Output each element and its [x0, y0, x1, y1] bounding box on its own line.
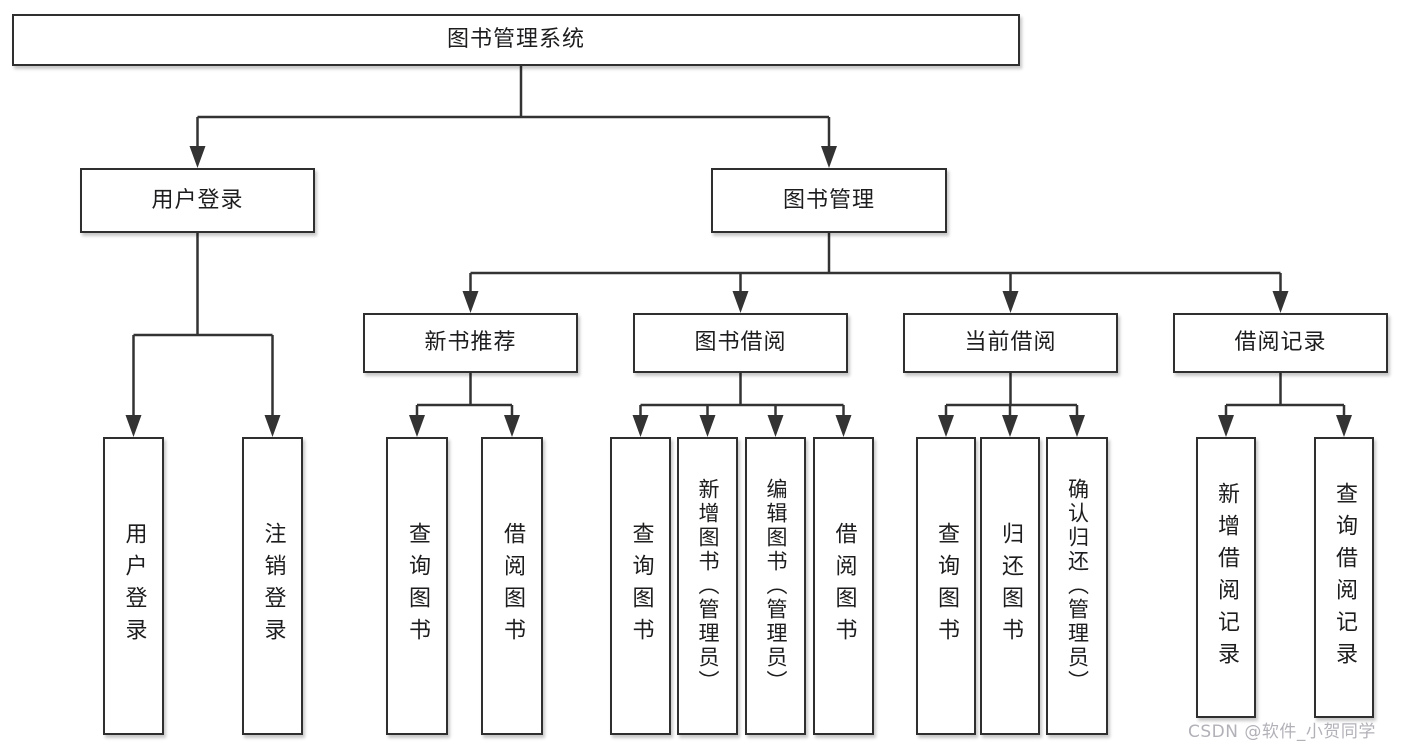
arrowhead-icon: [732, 291, 749, 313]
node-return-books: 归还图书: [980, 437, 1040, 735]
node-leaf-logout: 注销登录: [242, 437, 303, 735]
branch-book-management: [469, 233, 1282, 291]
node-label: 用户登录: [121, 522, 147, 650]
node-edit-books-admin: 编辑图书（管理员）: [745, 437, 806, 735]
node-query-books-recommend: 查询图书: [386, 437, 448, 735]
node-label: 当前借阅: [964, 330, 1057, 355]
node-library-system: 图书管理系统: [12, 14, 1020, 66]
node-query-borrow-record: 查询借阅记录: [1314, 437, 1374, 718]
node-label: 新增借阅记录: [1214, 481, 1239, 674]
csdn-watermark: CSDN @软件_小贺同学: [1188, 722, 1376, 742]
node-book-borrow: 图书借阅: [633, 313, 848, 373]
arrowhead-icon: [1069, 415, 1085, 437]
arrowhead-icon: [264, 415, 281, 437]
arrowhead-icon: [462, 291, 479, 313]
arrowhead-icon: [835, 415, 852, 437]
arrowhead-icon: [409, 415, 425, 437]
node-book-management: 图书管理: [711, 168, 947, 233]
node-query-books-current: 查询图书: [916, 437, 976, 735]
node-label: 查询借阅记录: [1332, 481, 1357, 674]
node-user-login: 用户登录: [80, 168, 315, 233]
arrowhead-icon: [504, 415, 520, 437]
branch-user-login: [132, 233, 274, 415]
node-label: 用户登录: [151, 187, 244, 213]
node-label: 借阅图书: [500, 522, 525, 650]
node-add-borrow-record: 新增借阅记录: [1196, 437, 1256, 718]
node-query-books-borrow: 查询图书: [610, 437, 671, 735]
arrowhead-icon: [1002, 415, 1018, 437]
node-label: 借阅图书: [831, 522, 857, 650]
arrowhead-icon: [1218, 415, 1234, 437]
node-label: 编辑图书（管理员）: [764, 478, 788, 694]
arrowhead-icon: [699, 415, 716, 437]
branch-borrow-records: [1224, 373, 1346, 415]
node-add-books-admin: 新增图书（管理员）: [677, 437, 738, 735]
branch-root: [196, 66, 831, 146]
arrowhead-icon: [767, 415, 784, 437]
node-label: 注销登录: [260, 522, 286, 650]
node-label: 归还图书: [998, 522, 1023, 650]
node-label: 查询图书: [934, 522, 959, 650]
node-label: 新书推荐: [424, 330, 517, 355]
node-borrow-books-recommend: 借阅图书: [481, 437, 543, 735]
node-label: 确认归还（管理员）: [1065, 478, 1090, 694]
node-confirm-return-admin: 确认归还（管理员）: [1046, 437, 1108, 735]
node-borrow-books: 借阅图书: [813, 437, 874, 735]
arrowhead-icon: [1002, 291, 1019, 313]
branch-current-borrow: [944, 373, 1079, 415]
arrowhead-icon: [821, 146, 837, 168]
arrowhead-icon: [1336, 415, 1352, 437]
arrowhead-icon: [189, 146, 206, 168]
node-label: 查询图书: [405, 522, 430, 650]
node-label: 图书管理系统: [446, 27, 585, 52]
branch-new-book-recommend: [415, 373, 514, 415]
node-label: 借阅记录: [1234, 330, 1327, 355]
node-current-borrow: 当前借阅: [903, 313, 1118, 373]
node-label: 图书管理: [782, 187, 875, 213]
arrowhead-icon: [1272, 291, 1289, 313]
node-label: 图书借阅: [694, 330, 787, 355]
arrowhead-icon: [125, 415, 142, 437]
branch-book-borrow: [639, 373, 845, 415]
node-new-book-recommend: 新书推荐: [363, 313, 578, 373]
arrowhead-icon: [632, 415, 649, 437]
arrowhead-icon: [938, 415, 954, 437]
node-leaf-user-login: 用户登录: [103, 437, 164, 735]
node-borrow-records: 借阅记录: [1173, 313, 1388, 373]
node-label: 新增图书（管理员）: [696, 478, 720, 694]
node-label: 查询图书: [628, 522, 654, 650]
